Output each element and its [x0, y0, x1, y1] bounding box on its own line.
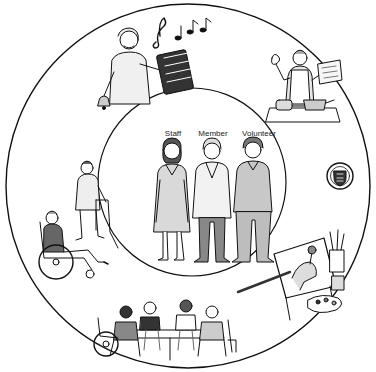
group-table-icon [94, 300, 236, 360]
wheelchair-icon [39, 161, 118, 279]
inner-ring [98, 88, 286, 276]
person-label: Member [198, 129, 227, 139]
staff-figure [154, 138, 190, 260]
outer-ring [6, 4, 370, 368]
cooking-icon [266, 50, 342, 122]
music-icon [98, 18, 211, 110]
club-seal [327, 163, 353, 189]
volunteer-figure [232, 137, 274, 262]
painting-icon [238, 230, 344, 320]
person-label: Volunteer [242, 129, 276, 139]
person-label: Staff [165, 129, 181, 139]
member-figure [193, 138, 231, 262]
